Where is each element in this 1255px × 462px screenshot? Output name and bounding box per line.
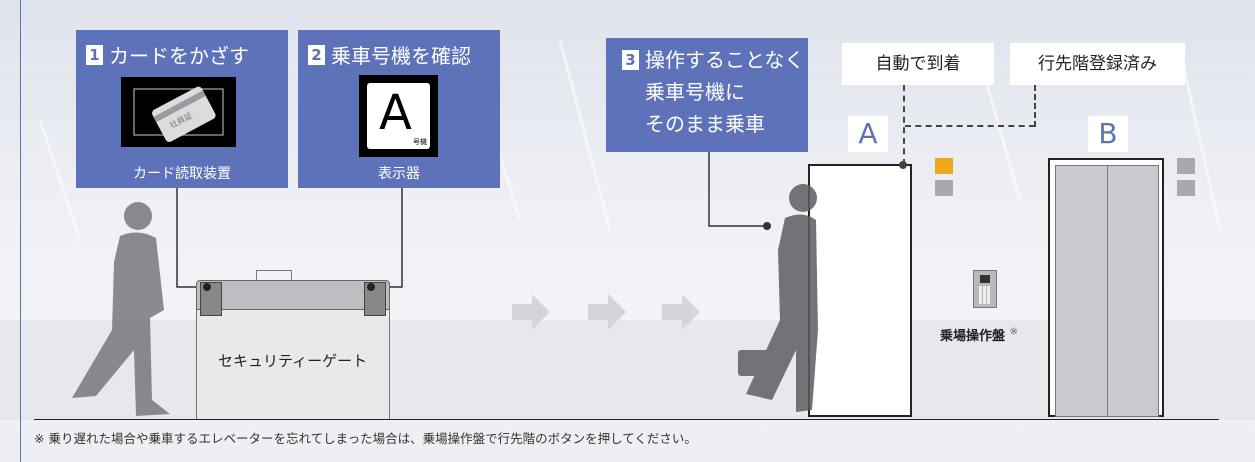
step-1-number: 1 bbox=[86, 44, 103, 65]
step-1-title: カードをかざす bbox=[109, 44, 249, 68]
hall-panel-label: 乗場操作盤 ※ bbox=[940, 325, 1018, 344]
step-2-title: 乗車号機を確認 bbox=[331, 44, 471, 68]
dash-destination-horizontal bbox=[905, 125, 1035, 127]
step-1-box: 1 カードをかざす 社員証 カード読取装置 bbox=[76, 30, 288, 188]
connector-dot-a-icon bbox=[899, 161, 907, 169]
step-3-number: 3 bbox=[622, 50, 639, 70]
security-gate-top bbox=[196, 280, 390, 310]
connector-dot-3-icon bbox=[763, 222, 771, 230]
arrow-icons bbox=[512, 294, 700, 330]
gate-handle-icon bbox=[256, 270, 292, 280]
step-3-box: 3 操作することなく 乗車号機に そのまま乗車 bbox=[606, 38, 808, 152]
person-walking-left-icon bbox=[72, 202, 170, 416]
footnote: ※ 乗り遅れた場合や乗車するエレベーターを忘れてしまった場合は、乗場操作盤で行先… bbox=[34, 431, 697, 446]
security-gate-label: セキュリティーゲート bbox=[218, 352, 368, 370]
elevator-b-label: B bbox=[1088, 116, 1128, 152]
connector-step-3 bbox=[708, 152, 767, 227]
person-entering-elevator-icon bbox=[738, 184, 818, 412]
step-2-box: 2 乗車号機を確認 A 号機 表示器 bbox=[298, 30, 500, 188]
step-3-line-3: そのまま乗車 bbox=[645, 112, 765, 136]
display-sub: 号機 bbox=[413, 138, 427, 146]
step-3-heading: 3 操作することなく 乗車号機に そのまま乗車 bbox=[622, 44, 804, 140]
arrow-3-icon bbox=[662, 294, 700, 330]
hall-lantern-b-up-icon bbox=[1177, 158, 1195, 174]
step-2-number: 2 bbox=[308, 44, 325, 65]
dash-destination-vertical bbox=[1034, 85, 1036, 127]
step-2-caption: 表示器 bbox=[378, 166, 420, 182]
display-icon: A 号機 bbox=[359, 75, 438, 157]
callout-destination-registered: 行先階登録済み bbox=[1010, 43, 1185, 85]
card-reader-icon: 社員証 bbox=[121, 77, 236, 147]
elevator-a-door-open bbox=[808, 164, 912, 417]
hall-panel-icon bbox=[973, 270, 997, 308]
step-1-heading: 1 カードをかざす bbox=[86, 40, 249, 69]
elevator-b-door-closed bbox=[1055, 165, 1159, 417]
hall-lantern-a-up-icon bbox=[935, 158, 953, 174]
dash-auto-arrival bbox=[903, 85, 905, 165]
floor-line bbox=[34, 419, 1219, 420]
hall-lantern-a-down-icon bbox=[935, 180, 953, 196]
arrow-1-icon bbox=[512, 294, 550, 330]
hall-lantern-b-down-icon bbox=[1177, 180, 1195, 196]
step-3-line-1: 操作することなく bbox=[645, 48, 805, 72]
step-2-heading: 2 乗車号機を確認 bbox=[308, 40, 471, 69]
step-1-caption: カード読取装置 bbox=[133, 166, 231, 182]
display-letter: A bbox=[379, 85, 412, 141]
elevator-a-label: A bbox=[848, 116, 888, 152]
hall-panel-mark: ※ bbox=[1009, 326, 1018, 338]
arrow-2-icon bbox=[588, 294, 626, 330]
hall-panel-label-text: 乗場操作盤 bbox=[940, 329, 1006, 344]
callout-auto-arrival: 自動で到着 bbox=[842, 43, 994, 85]
step-3-line-2: 乗車号機に bbox=[645, 80, 745, 104]
